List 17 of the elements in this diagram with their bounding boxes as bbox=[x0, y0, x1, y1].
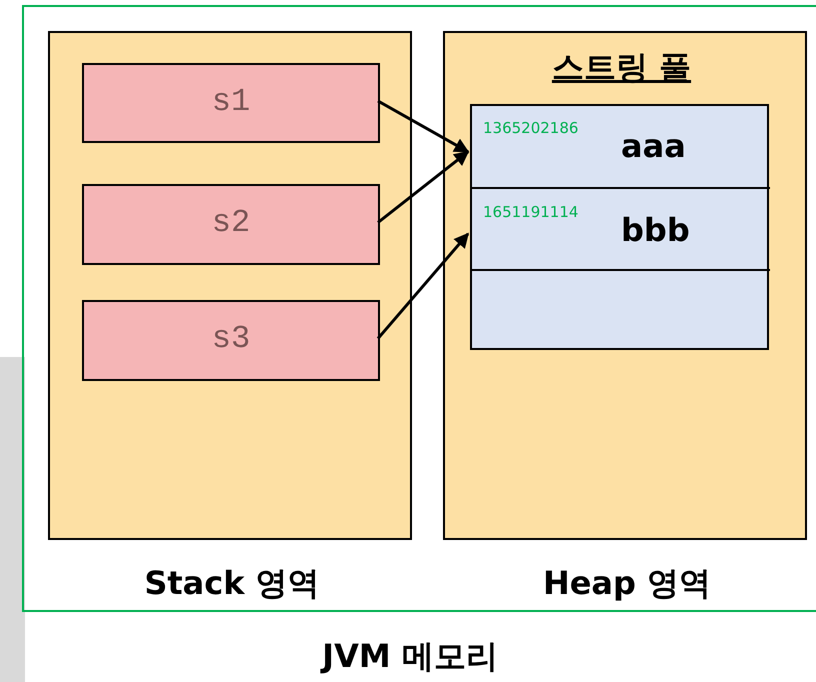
variable-name: s1 bbox=[210, 83, 252, 120]
arrow bbox=[377, 100, 470, 154]
string-value: bbb bbox=[621, 211, 690, 249]
variable-box bbox=[82, 63, 380, 143]
memory-label: JVM 메모리 bbox=[319, 636, 499, 677]
arrow bbox=[377, 150, 470, 224]
area-label: Stack 영역 bbox=[143, 563, 321, 604]
string-pool-title: 스트링 풀 bbox=[550, 47, 692, 88]
string-value: aaa bbox=[621, 127, 686, 165]
arrow bbox=[376, 232, 470, 340]
variable-name: s3 bbox=[210, 320, 252, 357]
variable-box bbox=[82, 300, 380, 381]
variable-box bbox=[82, 184, 380, 265]
variable-name: s2 bbox=[210, 204, 252, 241]
hash-code: 1651191114 bbox=[483, 203, 578, 221]
area-label: Heap 영역 bbox=[542, 563, 712, 604]
hash-code: 1365202186 bbox=[483, 119, 578, 137]
